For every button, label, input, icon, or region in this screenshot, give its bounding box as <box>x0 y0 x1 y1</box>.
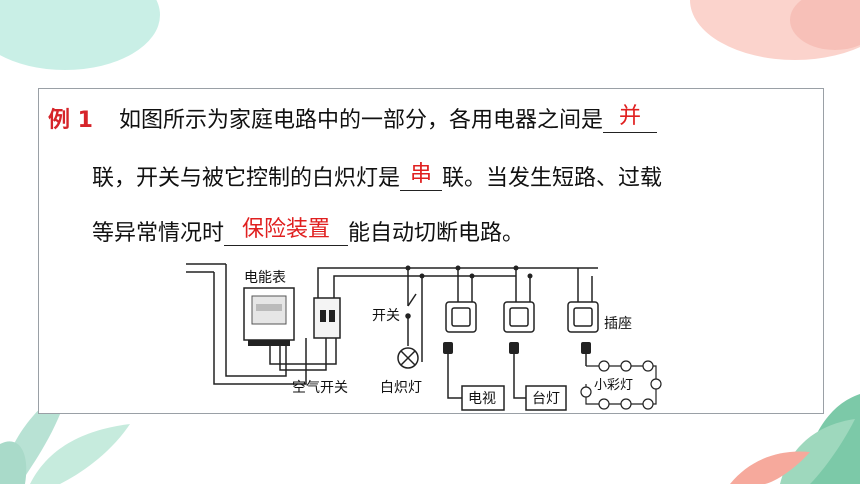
question-line-3: 等异常情况时保险装置能自动切断电路。 <box>92 217 525 249</box>
example-label: 例 1 <box>48 108 93 133</box>
plug-icons <box>443 342 591 354</box>
answer-blank-1: 并 <box>602 104 657 133</box>
decoration-blob-top-left <box>0 0 160 70</box>
answer-2: 串 <box>410 162 433 187</box>
meter-label: 电能表 <box>244 270 286 286</box>
small-lights-string-icon <box>580 360 662 410</box>
socket-label: 插座 <box>604 316 632 332</box>
answer-blank-2: 串 <box>400 162 443 191</box>
question-line-2: 联，开关与被它控制的白炽灯是串联。当发生短路、过载 <box>92 162 663 194</box>
answer-3: 保险装置 <box>242 217 331 242</box>
tv-label: 电视 <box>468 391 496 407</box>
question-line-1: 例 1 如图所示为家庭电路中的一部分，各用电器之间是并 <box>48 104 657 136</box>
household-circuit-diagram: 电能表 开关 插座 空气开关 白炽灯 电视 台灯 小彩灯 <box>186 263 662 411</box>
answer-blank-3: 保险装置 <box>224 217 349 246</box>
switch-label: 开关 <box>372 308 400 324</box>
electric-meter-icon <box>243 287 295 346</box>
question-text-1: 如图所示为家庭电路中的一部分，各用电器之间是 <box>118 108 603 133</box>
example-card <box>38 88 824 414</box>
question-text-3b: 能自动切断电路。 <box>348 221 525 246</box>
answer-1: 并 <box>618 104 641 129</box>
tv-box <box>461 385 505 411</box>
desk-lamp-box <box>525 385 567 411</box>
socket-icons <box>445 301 599 333</box>
incandescent-lamp-icon <box>397 347 419 369</box>
desk-lamp-label: 台灯 <box>532 391 560 407</box>
lamp-label: 白炽灯 <box>380 380 422 396</box>
leaf-decoration-bottom-right <box>730 394 860 484</box>
question-text-2a: 联，开关与被它控制的白炽灯是 <box>92 166 401 191</box>
question-text-3a: 等异常情况时 <box>92 221 225 246</box>
air-switch-icon <box>313 297 341 339</box>
switch-icon <box>405 293 417 319</box>
small-lights-label: 小彩灯 <box>594 378 633 393</box>
question-text-2b: 联。当发生短路、过载 <box>442 166 663 191</box>
air-switch-label: 空气开关 <box>292 380 348 396</box>
